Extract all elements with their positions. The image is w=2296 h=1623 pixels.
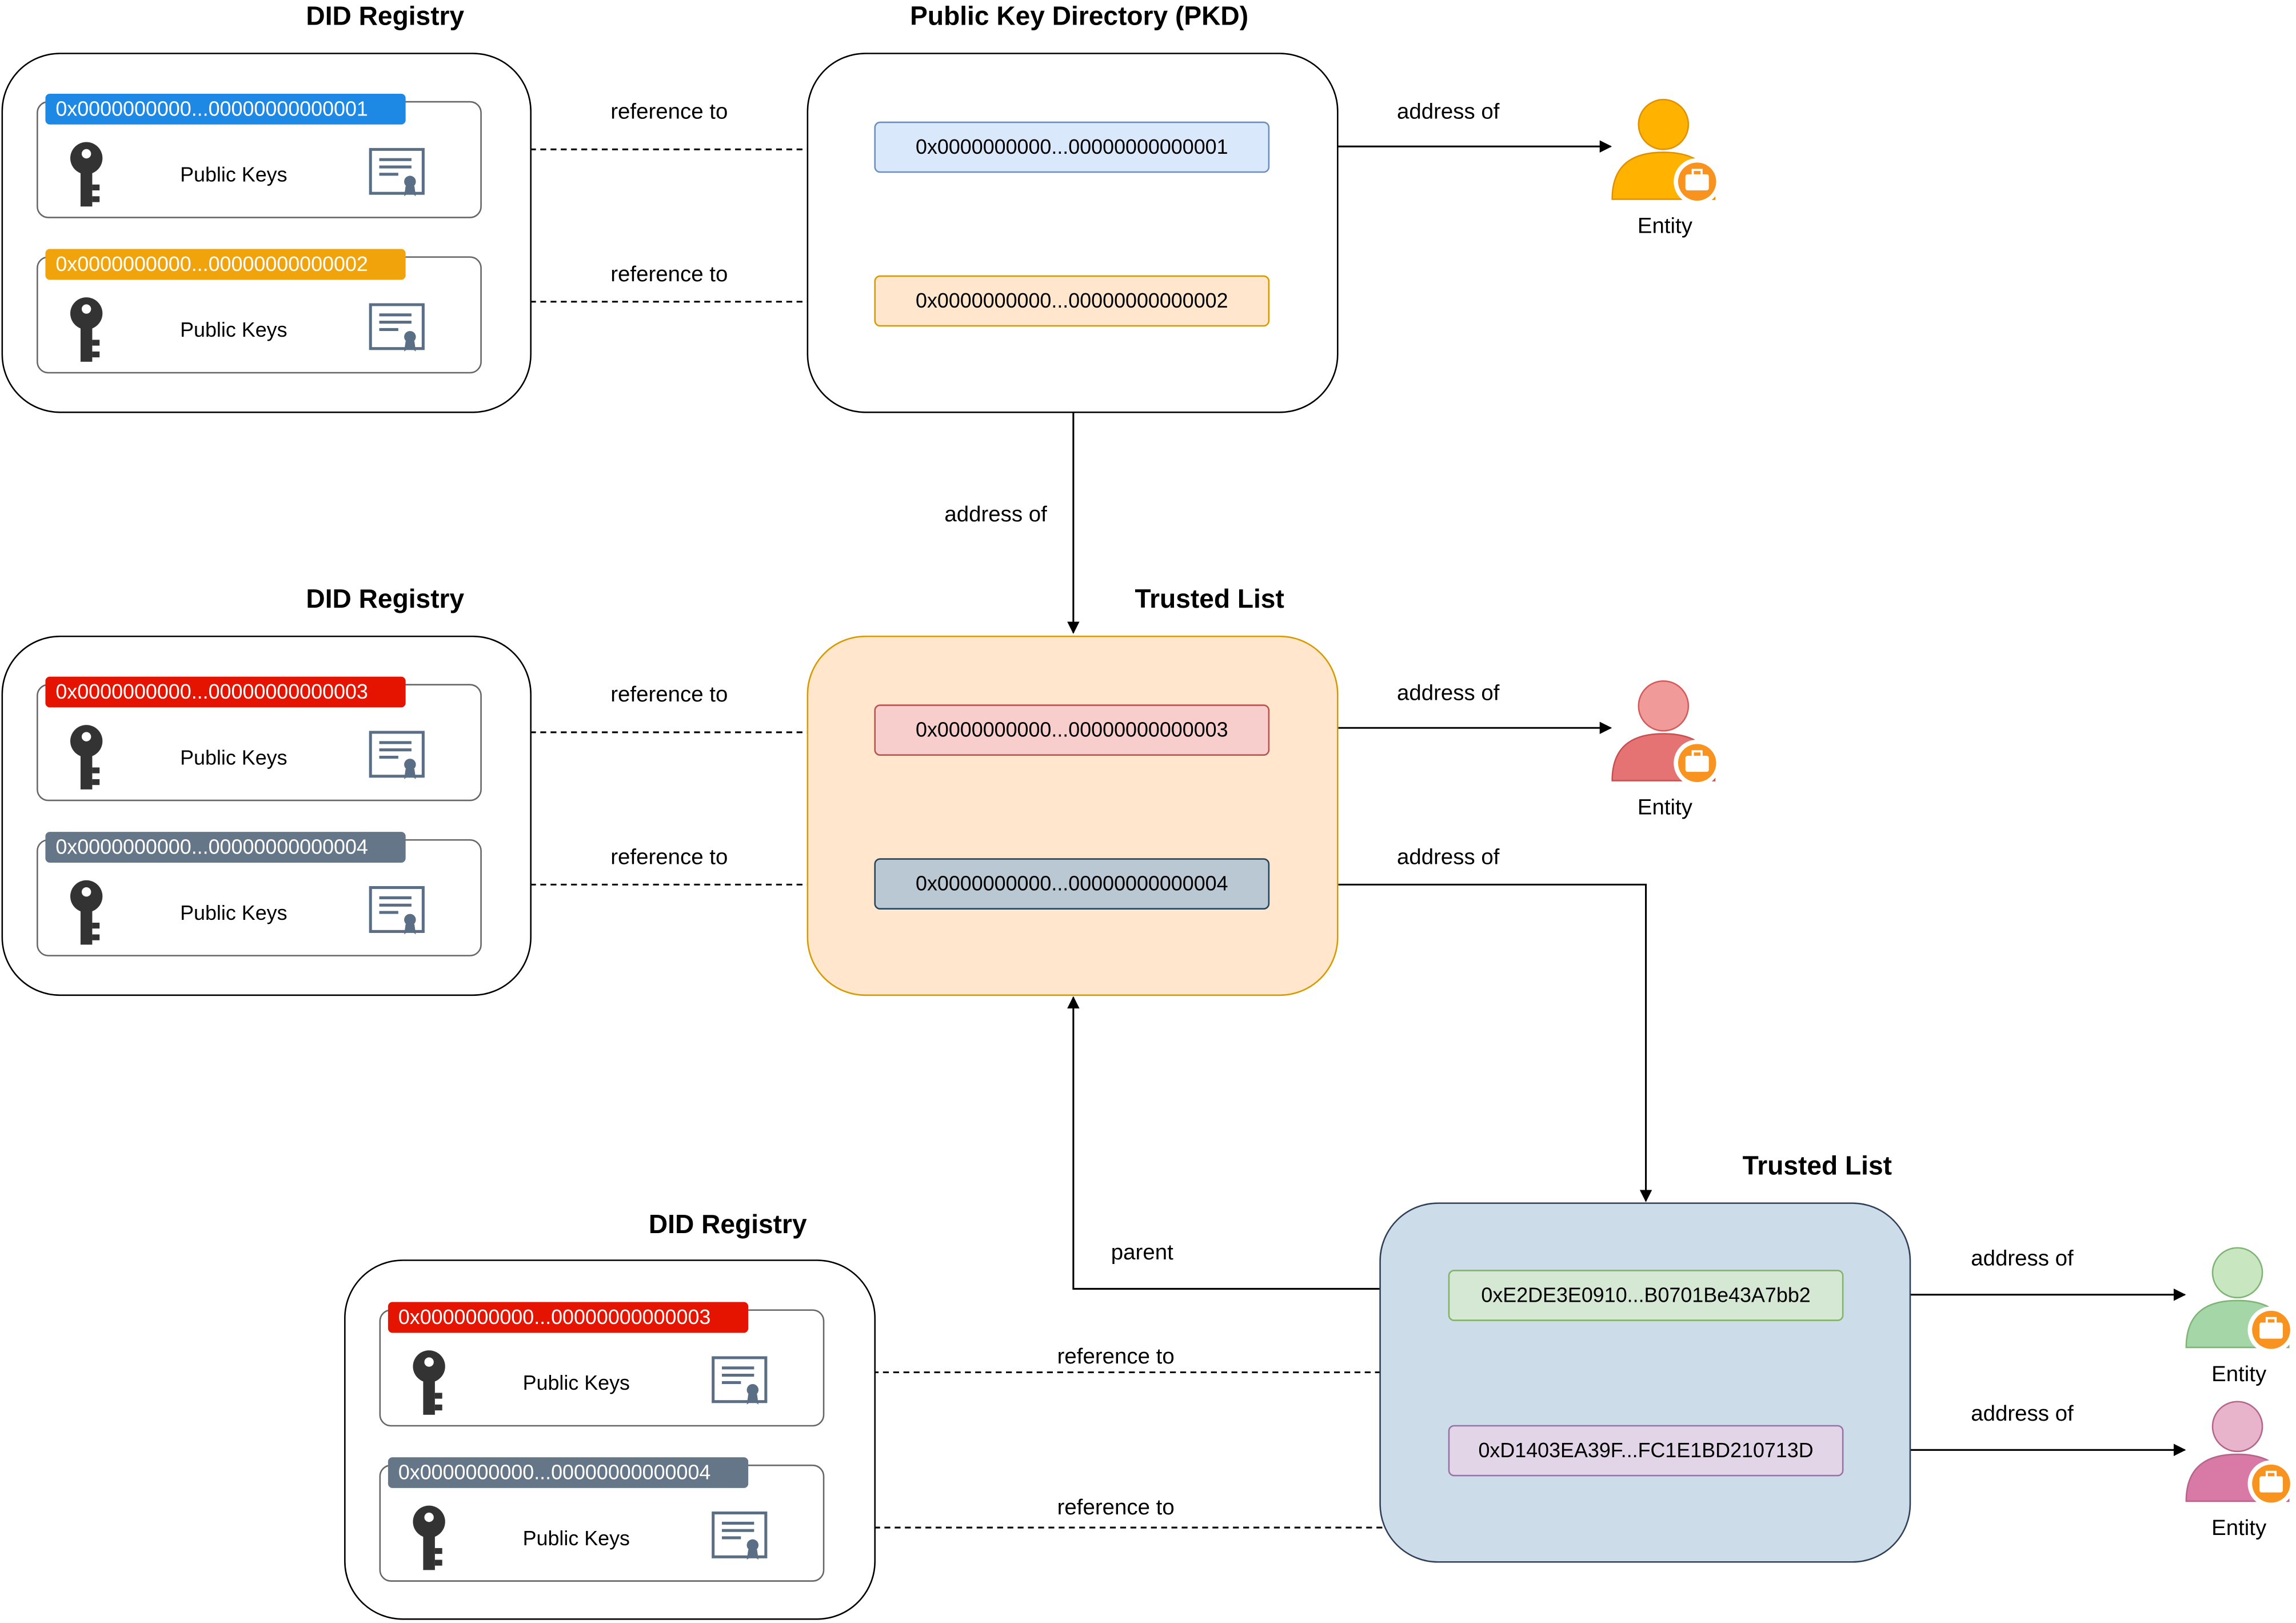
public-keys-label: Public Keys	[180, 900, 288, 924]
trusted-list-entry[interactable]: 0x0000000000...00000000000003	[874, 704, 1270, 756]
trusted-list-1-title: Trusted List	[1135, 584, 1284, 614]
user-briefcase-icon[interactable]	[1608, 97, 1725, 211]
ref-label: reference to	[610, 682, 728, 708]
pkd-entry[interactable]: 0x0000000000...00000000000002	[874, 275, 1270, 327]
ref-label: reference to	[610, 262, 728, 288]
key-icon	[70, 297, 103, 362]
registry-bottom-title: DID Registry	[648, 1210, 807, 1239]
key-card[interactable]: 0x0000000000...00000000000003 Public Key…	[37, 676, 482, 801]
certificate-icon	[369, 886, 425, 935]
card-address-tag: 0x0000000000...00000000000002	[45, 249, 406, 280]
key-icon	[70, 142, 103, 207]
key-card[interactable]: 0x0000000000...00000000000001 Public Key…	[37, 93, 482, 218]
did-registry-top: 0x0000000000...00000000000001 Public Key…	[1, 53, 532, 413]
card-address-tag: 0x0000000000...00000000000004	[45, 832, 406, 863]
ref-label: reference to	[1057, 1344, 1175, 1370]
registry-top-title: DID Registry	[306, 1, 465, 31]
card-address-tag: 0x0000000000...00000000000003	[45, 676, 406, 708]
card-address-tag: 0x0000000000...00000000000001	[45, 93, 406, 125]
certificate-icon	[369, 303, 425, 352]
ref-label: reference to	[610, 99, 728, 125]
trusted-list-2	[1379, 1202, 1911, 1563]
trusted-list-entry[interactable]: 0x0000000000...00000000000004	[874, 858, 1270, 910]
card-address-tag: 0x0000000000...00000000000004	[388, 1457, 749, 1488]
trusted-list-1	[806, 635, 1339, 996]
public-keys-label: Public Keys	[180, 317, 288, 341]
pkd-entry[interactable]: 0x0000000000...00000000000001	[874, 121, 1270, 173]
user-briefcase-icon[interactable]	[2182, 1245, 2296, 1359]
address-label: address of	[1971, 1401, 2074, 1427]
key-card[interactable]: 0x0000000000...00000000000003 Public Key…	[379, 1302, 825, 1427]
key-icon	[413, 1505, 445, 1570]
ref-label: reference to	[610, 845, 728, 870]
did-registry-bottom: 0x0000000000...00000000000003 Public Key…	[344, 1259, 876, 1620]
key-card[interactable]: 0x0000000000...00000000000004 Public Key…	[37, 832, 482, 956]
registry-middle-title: DID Registry	[306, 584, 465, 614]
entity-label: Entity	[2211, 1516, 2267, 1541]
key-icon	[70, 880, 103, 945]
key-icon	[413, 1350, 445, 1415]
address-label: address of	[1971, 1246, 2074, 1271]
key-card[interactable]: 0x0000000000...00000000000002 Public Key…	[37, 249, 482, 374]
parent-connector	[1067, 996, 1381, 1290]
certificate-icon	[712, 1356, 768, 1405]
address-connector	[1271, 883, 1652, 1202]
key-icon	[70, 725, 103, 789]
certificate-icon	[369, 147, 425, 197]
address-label: address of	[1396, 845, 1500, 870]
address-label: address of	[1396, 681, 1500, 706]
public-keys-label: Public Keys	[180, 745, 288, 769]
trusted-list-entry[interactable]: 0xE2DE3E0910...B0701Be43A7bb2	[1448, 1270, 1844, 1321]
key-card[interactable]: 0x0000000000...00000000000004 Public Key…	[379, 1457, 825, 1582]
user-briefcase-icon[interactable]	[1608, 678, 1725, 792]
certificate-icon	[369, 731, 425, 779]
user-briefcase-icon[interactable]	[2182, 1399, 2296, 1513]
public-keys-label: Public Keys	[180, 162, 288, 186]
entity-label: Entity	[1637, 214, 1692, 239]
pkd-title: Public Key Directory (PKD)	[910, 1, 1249, 31]
public-keys-label: Public Keys	[522, 1526, 630, 1550]
card-address-tag: 0x0000000000...00000000000003	[388, 1302, 749, 1333]
address-label: address of	[944, 502, 1047, 528]
certificate-icon	[712, 1511, 768, 1560]
address-label: address of	[1396, 99, 1500, 125]
public-keys-label: Public Keys	[522, 1370, 630, 1394]
parent-label: parent	[1111, 1240, 1173, 1266]
entity-label: Entity	[2211, 1362, 2267, 1387]
entity-label: Entity	[1637, 795, 1692, 820]
ref-label: reference to	[1057, 1495, 1175, 1521]
trusted-list-entry[interactable]: 0xD1403EA39F...FC1E1BD210713D	[1448, 1425, 1844, 1477]
did-registry-middle: 0x0000000000...00000000000003 Public Key…	[1, 635, 532, 996]
public-key-directory	[806, 53, 1339, 413]
trusted-list-2-title: Trusted List	[1742, 1151, 1892, 1181]
